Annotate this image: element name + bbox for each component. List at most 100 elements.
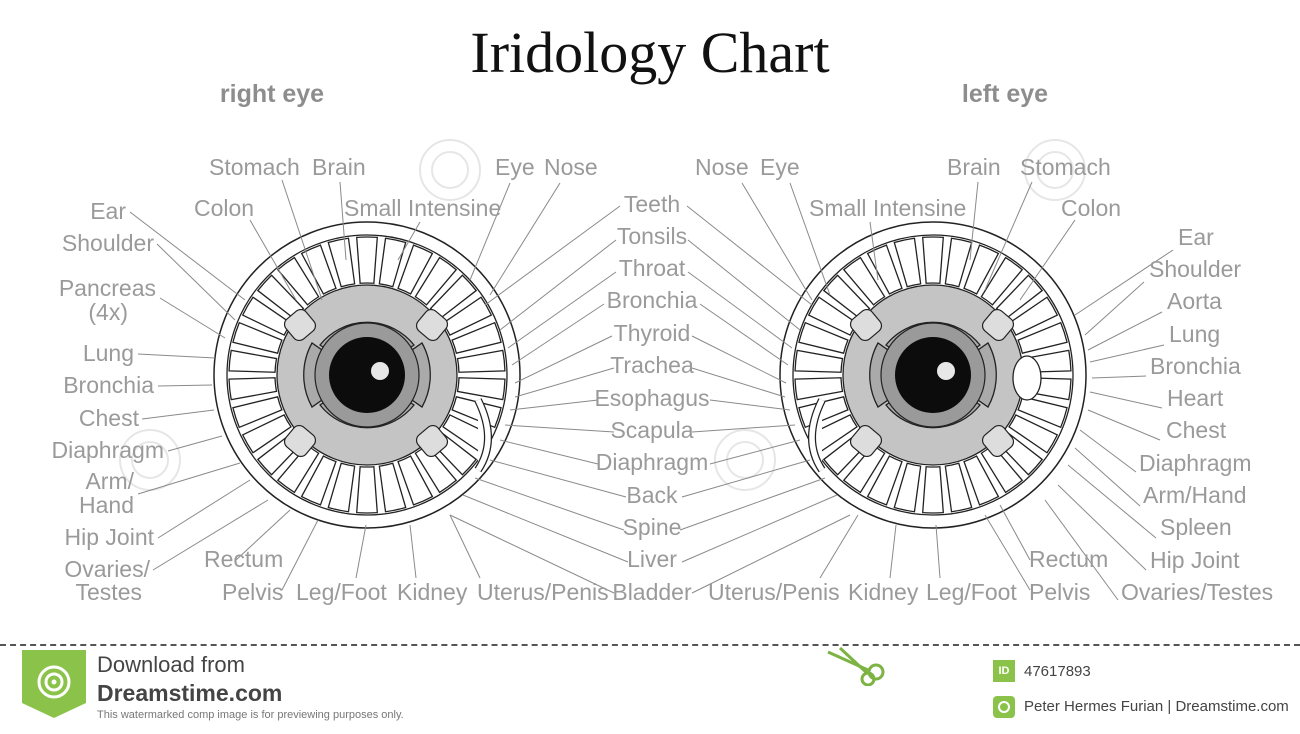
leader-line bbox=[1090, 392, 1162, 408]
label-lung-l: Lung bbox=[1169, 321, 1220, 347]
label-chest-l: Chest bbox=[1166, 417, 1227, 443]
left-eye-label: left eye bbox=[962, 80, 1048, 108]
leader-line bbox=[1088, 410, 1160, 440]
label-pelvis-r: Pelvis bbox=[222, 579, 283, 605]
left-pupil bbox=[895, 337, 971, 413]
leader-line bbox=[687, 206, 812, 305]
label-hip-joint-l: Hip Joint bbox=[1150, 547, 1240, 573]
chart-title: Iridology Chart bbox=[470, 20, 829, 85]
leader-line bbox=[500, 240, 616, 330]
label-back: Back bbox=[626, 482, 678, 508]
label-stomach-l: Stomach bbox=[1020, 154, 1111, 180]
leader-line bbox=[742, 183, 812, 300]
leader-line bbox=[142, 410, 214, 419]
leader-line bbox=[890, 525, 896, 578]
leader-line bbox=[475, 478, 624, 530]
label-chest-r: Chest bbox=[79, 405, 140, 431]
label-teeth: Teeth bbox=[624, 191, 680, 217]
iris-segment bbox=[357, 237, 378, 283]
leader-line bbox=[1080, 430, 1136, 472]
label-armhand-l: Arm/Hand bbox=[1143, 482, 1247, 508]
leader-line bbox=[157, 244, 235, 320]
label-kidney-r: Kidney bbox=[397, 579, 468, 605]
right-iris bbox=[214, 222, 520, 528]
label-colon-r: Colon bbox=[194, 195, 254, 221]
label-bladder: Bladder bbox=[612, 579, 692, 605]
label-spleen-l: Spleen bbox=[1160, 514, 1232, 540]
leader-line bbox=[158, 480, 250, 538]
leader-line bbox=[1000, 505, 1030, 560]
label-eye-r: Eye bbox=[495, 154, 535, 180]
iridology-diagram: Iridology Chart right eye left eye bbox=[0, 0, 1300, 640]
leader-line bbox=[356, 525, 366, 578]
label-testes-r: Testes bbox=[76, 579, 142, 605]
leader-line bbox=[820, 515, 858, 578]
label-rectum-r: Rectum bbox=[204, 546, 283, 572]
label-nose-l: Nose bbox=[695, 154, 749, 180]
label-stomach-r: Stomach bbox=[209, 154, 300, 180]
iris-segment bbox=[357, 467, 378, 513]
leader-line bbox=[463, 495, 628, 562]
leader-line bbox=[1085, 282, 1144, 335]
left-iris bbox=[780, 222, 1086, 528]
leader-line bbox=[1088, 312, 1162, 350]
label-uterus-penis-r: Uterus/Penis bbox=[477, 579, 609, 605]
dreamstime-logo-icon bbox=[22, 650, 86, 718]
label-legfoot-r: Leg/Foot bbox=[296, 579, 387, 605]
label-brain-r: Brain bbox=[312, 154, 366, 180]
dreamstime-link[interactable]: Dreamstime.com bbox=[97, 680, 282, 707]
stock-footer: Download from Dreamstime.com This waterm… bbox=[0, 640, 1300, 734]
leader-line bbox=[1092, 376, 1146, 378]
label-liver: Liver bbox=[627, 546, 677, 572]
label-legfoot-l: Leg/Foot bbox=[926, 579, 1017, 605]
label-ear-l: Ear bbox=[1178, 224, 1214, 250]
leader-line bbox=[160, 298, 225, 338]
image-id: 47617893 bbox=[1024, 663, 1091, 680]
label-tonsils: Tonsils bbox=[617, 223, 687, 249]
preview-disclaimer: This watermarked comp image is for previ… bbox=[97, 709, 404, 721]
leader-line bbox=[450, 515, 480, 578]
label-hand-r: Hand bbox=[79, 492, 134, 518]
label-uterus-penis-l: Uterus/Penis bbox=[708, 579, 840, 605]
label-scapula: Scapula bbox=[610, 417, 693, 443]
leader-line bbox=[688, 240, 800, 330]
label-kidney-l: Kidney bbox=[848, 579, 919, 605]
label-shoulder-l: Shoulder bbox=[1149, 256, 1241, 282]
leader-line bbox=[410, 525, 416, 578]
label-lung-r: Lung bbox=[83, 340, 134, 366]
label-thyroid: Thyroid bbox=[614, 320, 691, 346]
label-ovaries-testes-l: Ovaries/Testes bbox=[1121, 579, 1273, 605]
label-colon-l: Colon bbox=[1061, 195, 1121, 221]
leader-line bbox=[710, 440, 800, 464]
leader-line bbox=[138, 354, 215, 358]
label-trachea: Trachea bbox=[610, 352, 694, 378]
copyright-badge-icon bbox=[993, 696, 1015, 718]
author-credit[interactable]: Peter Hermes Furian | Dreamstime.com bbox=[1024, 698, 1289, 715]
right-pupil bbox=[329, 337, 405, 413]
label-heart-l: Heart bbox=[1167, 385, 1224, 411]
label-bronchia-l: Bronchia bbox=[1150, 353, 1241, 379]
leader-line bbox=[500, 440, 598, 464]
leader-line bbox=[515, 336, 612, 383]
download-from-text: Download from bbox=[97, 652, 245, 678]
leader-line bbox=[936, 525, 940, 578]
label-pancreas-count-r: (4x) bbox=[88, 299, 128, 325]
leader-line bbox=[158, 385, 212, 386]
leader-line bbox=[710, 400, 790, 410]
label-diaphragm-l: Diaphragm bbox=[1139, 450, 1252, 476]
label-esophagus: Esophagus bbox=[594, 385, 709, 411]
leader-line bbox=[508, 272, 616, 348]
label-throat: Throat bbox=[619, 255, 686, 281]
label-small-intensine-l: Small Intensine bbox=[809, 195, 966, 221]
label-bronchia-r: Bronchia bbox=[63, 372, 154, 398]
label-shoulder-r: Shoulder bbox=[62, 230, 154, 256]
label-brain-l: Brain bbox=[947, 154, 1001, 180]
label-nose-r: Nose bbox=[544, 154, 598, 180]
label-pelvis-l: Pelvis bbox=[1029, 579, 1090, 605]
scissors-icon bbox=[826, 646, 888, 686]
label-arm-r: Arm/ bbox=[85, 468, 134, 494]
leader-line bbox=[680, 478, 825, 530]
label-rectum-l: Rectum bbox=[1029, 546, 1108, 572]
leader-line bbox=[682, 495, 837, 562]
label-diaphragm-c: Diaphragm bbox=[596, 449, 709, 475]
